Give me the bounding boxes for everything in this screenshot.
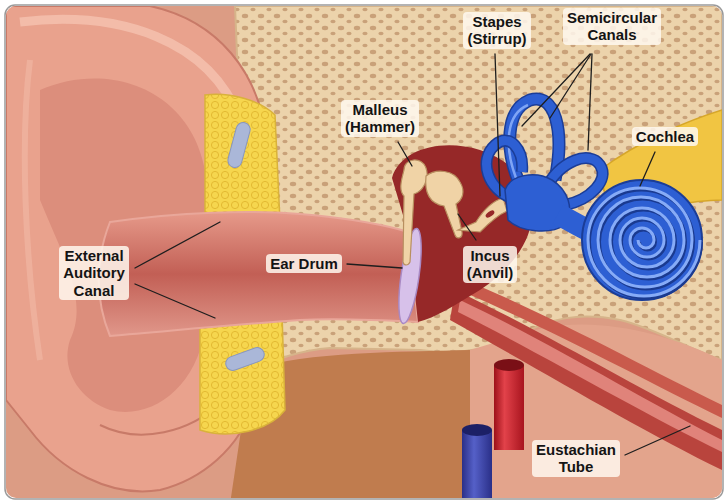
artery-end — [494, 359, 524, 371]
leader-line — [347, 264, 402, 268]
rim-highlight — [25, 60, 40, 360]
part-label: Cochlea — [632, 127, 698, 146]
frame — [5, 5, 723, 499]
fat-tissue — [200, 312, 285, 434]
cartilage — [226, 121, 251, 169]
part-label: Semicircular Canals — [563, 8, 661, 45]
stapes — [458, 198, 507, 232]
tissue-ground — [6, 6, 722, 498]
part-label: Ear Drum — [266, 254, 342, 273]
malleus — [401, 160, 427, 265]
leader-line — [640, 152, 655, 186]
leader-line — [625, 426, 690, 455]
part-label: Stapes (Stirrup) — [463, 12, 530, 49]
leader-line — [458, 214, 476, 240]
leader-line — [495, 54, 500, 196]
artery — [494, 365, 524, 450]
part-label: Eustachian Tube — [532, 440, 620, 477]
incus — [426, 171, 463, 238]
part-label: External Auditory Canal — [59, 246, 129, 300]
leader-line — [135, 284, 215, 318]
part-label: Malleus (Hammer) — [341, 100, 419, 137]
leader-line — [588, 54, 592, 150]
leader-line — [522, 54, 590, 126]
part-label: Incus (Anvil) — [463, 246, 518, 283]
cochlea-spiral — [588, 188, 700, 296]
cartilage — [224, 346, 266, 373]
vein — [462, 430, 492, 498]
leader-line — [398, 142, 412, 166]
leader-line — [550, 54, 591, 118]
stapes-opening — [484, 209, 495, 219]
cochlea — [582, 180, 702, 300]
leader-line — [135, 222, 220, 268]
vein-end — [462, 424, 492, 436]
ear-canal — [99, 212, 418, 336]
